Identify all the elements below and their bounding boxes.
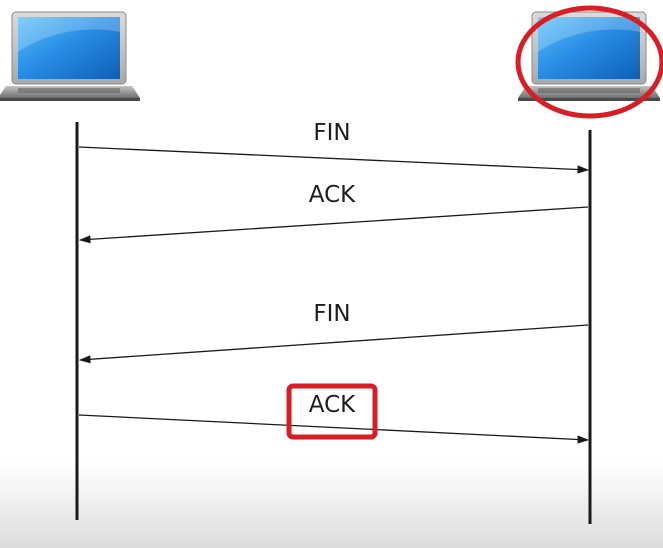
right-laptop-icon: [518, 11, 660, 101]
message-arrow-4: [78, 414, 590, 444]
message-label-fin-2: FIN: [313, 301, 351, 327]
message-arrow-1: [78, 146, 590, 174]
left-laptop-icon: [0, 11, 140, 101]
message-label-fin-1: FIN: [313, 120, 351, 146]
ack-highlight-box: [286, 383, 378, 440]
message-label-ack-2: ACK: [308, 392, 356, 418]
message-arrow-2: [78, 206, 589, 244]
message-label-ack-1: ACK: [308, 182, 356, 208]
message-arrow-3: [78, 324, 589, 364]
right-laptop-highlight-circle: [515, 5, 663, 119]
